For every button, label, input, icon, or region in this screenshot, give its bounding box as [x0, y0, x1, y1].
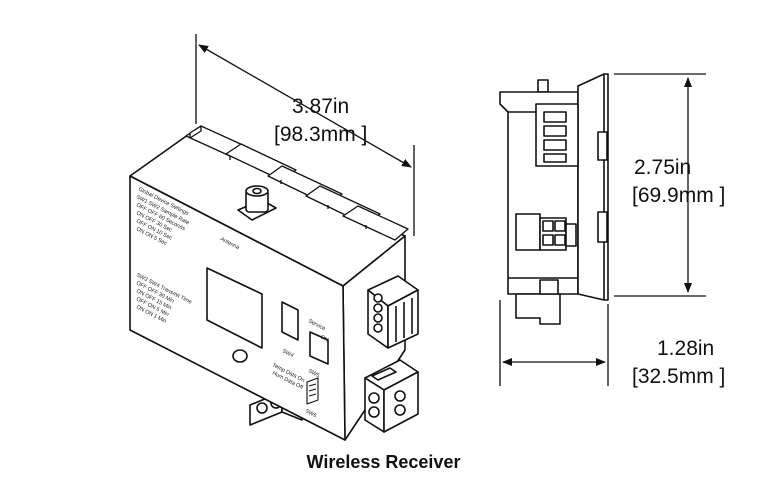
side-rail-clip-lower	[597, 211, 608, 243]
depth-dimension	[499, 300, 609, 386]
terminal-block-upper	[367, 275, 419, 349]
side-connector-lower	[515, 213, 577, 251]
length-mm: [98.3mm ]	[274, 123, 367, 146]
terminal-block-lower	[364, 359, 419, 433]
side-terminal-upper	[535, 103, 579, 167]
depth-inches: 1.28in	[657, 337, 714, 360]
switch-sw4	[281, 301, 299, 341]
height-mm: [69.9mm ]	[632, 184, 725, 207]
depth-mm: [32.5mm ]	[632, 365, 725, 388]
length-arrow-line	[198, 44, 412, 168]
display-window	[206, 267, 263, 349]
antenna-connector	[237, 185, 277, 221]
switch-sw6	[306, 377, 319, 405]
sw6-label: SW6	[304, 408, 317, 419]
length-dimension	[195, 34, 415, 236]
figure-caption: Wireless Receiver	[306, 452, 461, 472]
on-label: ON	[319, 334, 329, 343]
side-top-tab	[537, 79, 549, 93]
length-inches: 3.87in	[292, 95, 349, 118]
switch-sw5	[309, 331, 329, 365]
sw5-label: SW5	[307, 368, 320, 379]
status-led	[232, 349, 248, 363]
height-inches: 2.75in	[634, 156, 691, 179]
height-dimension	[614, 73, 706, 297]
side-view	[499, 73, 609, 325]
isometric-device-view: Y‑ CAT3	[129, 125, 419, 441]
side-rail-clip-upper	[597, 131, 608, 161]
sw4-label: SW4	[281, 348, 294, 359]
side-din-clip	[515, 279, 561, 325]
